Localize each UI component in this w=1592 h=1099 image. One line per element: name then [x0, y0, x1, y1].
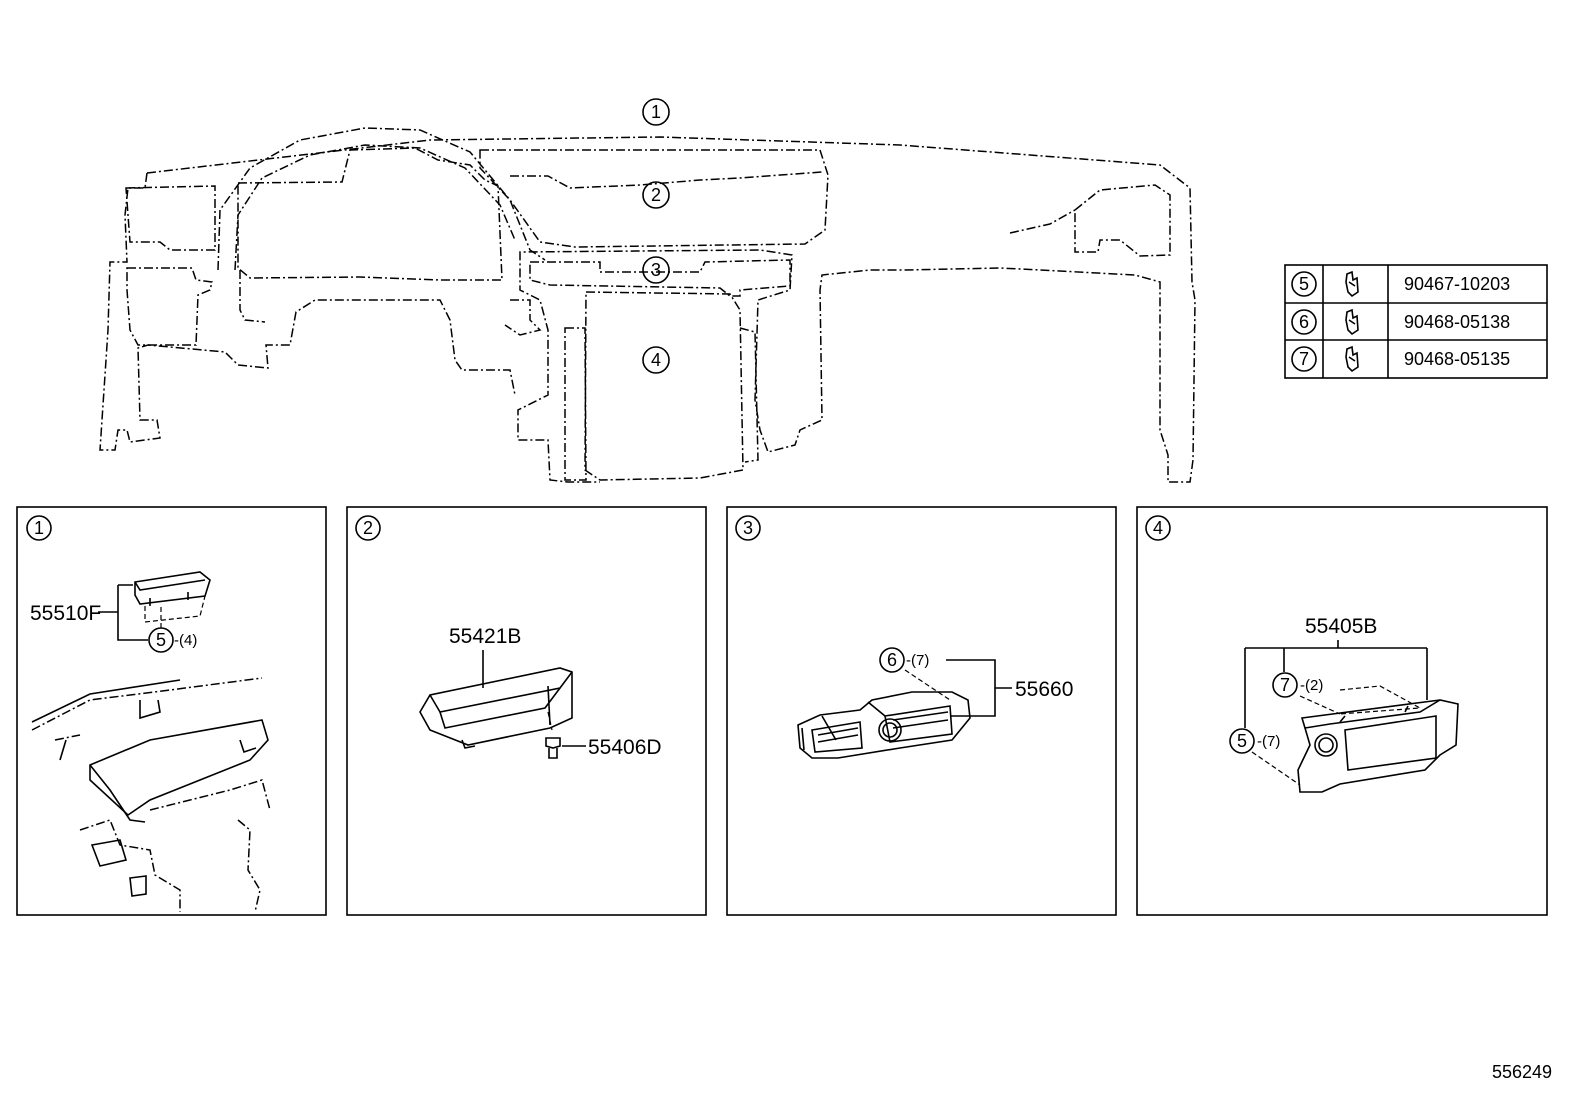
svg-text:3: 3 [651, 260, 661, 280]
panel-4-ref-5[interactable]: 5 [1229, 728, 1255, 754]
detail-panel-4: 4 55405B 7 -(2) 5 -(7) [1136, 506, 1548, 916]
diagram-id: 556249 [1492, 1062, 1552, 1082]
svg-text:4: 4 [651, 350, 661, 370]
svg-text:3: 3 [743, 518, 753, 538]
part-label-55421b[interactable]: 55421B [449, 625, 521, 648]
part-55660-drawing[interactable] [797, 691, 971, 759]
part-label-55660[interactable]: 55660 [1015, 678, 1073, 701]
quantity-label: -(4) [174, 632, 197, 649]
panel-4-id: 4 [1145, 515, 1171, 541]
detail-panel-1: 1 55510F 5 -(4) [16, 506, 327, 916]
svg-text:7: 7 [1280, 675, 1290, 695]
detail-panel-2: 2 55421B 55406D [346, 506, 707, 916]
svg-text:5: 5 [156, 630, 166, 650]
panel-1-location-sketch [31, 677, 271, 913]
overview-callout-3[interactable]: 3 [642, 256, 670, 284]
quantity-label: -(7) [906, 652, 929, 669]
quantity-label: -(7) [1257, 733, 1280, 750]
svg-text:5: 5 [1299, 274, 1309, 294]
clip-icon [1345, 345, 1359, 373]
svg-text:1: 1 [34, 518, 44, 538]
clip-icon [1345, 270, 1359, 298]
part-label-55510f[interactable]: 55510F [30, 602, 101, 625]
svg-text:2: 2 [363, 518, 373, 538]
part-55510f-drawing[interactable] [134, 571, 211, 623]
svg-text:7: 7 [1299, 349, 1309, 369]
overview-callout-4[interactable]: 4 [642, 346, 670, 374]
panel-1-ref-5[interactable]: 5 [148, 627, 174, 653]
panel-2-id: 2 [355, 515, 381, 541]
clip-icon [1345, 308, 1359, 336]
overview-callout-2[interactable]: 2 [642, 181, 670, 209]
panel-1-id: 1 [26, 515, 52, 541]
legend-row-7[interactable]: 7 90468-05135 [1291, 345, 1510, 373]
quantity-label: -(2) [1300, 677, 1323, 694]
svg-text:5: 5 [1237, 731, 1247, 751]
svg-text:2: 2 [651, 185, 661, 205]
fastener-legend-table: 5 90467-10203 6 90468-05138 7 90468-0513 [1284, 264, 1548, 379]
svg-text:4: 4 [1153, 518, 1163, 538]
panel-3-id: 3 [735, 515, 761, 541]
detail-panel-3: 3 6 -(7) 55660 [726, 506, 1117, 916]
svg-text:6: 6 [887, 650, 897, 670]
svg-text:90468-05135: 90468-05135 [1404, 349, 1510, 369]
part-label-55406d[interactable]: 55406D [588, 736, 662, 759]
svg-text:90467-10203: 90467-10203 [1404, 274, 1510, 294]
part-55421b-drawing[interactable] [419, 667, 573, 749]
svg-text:1: 1 [651, 102, 661, 122]
svg-text:90468-05138: 90468-05138 [1404, 312, 1510, 332]
dashboard-overview [99, 127, 1196, 483]
panel-4-ref-7[interactable]: 7 [1272, 672, 1298, 698]
panel-3-ref-6[interactable]: 6 [879, 647, 905, 673]
legend-row-6[interactable]: 6 90468-05138 [1291, 308, 1510, 336]
part-55406d-drawing[interactable] [545, 737, 561, 759]
part-label-55405b[interactable]: 55405B [1305, 615, 1377, 638]
legend-row-5[interactable]: 5 90467-10203 [1291, 270, 1510, 298]
part-55405b-drawing[interactable] [1297, 699, 1459, 793]
svg-text:6: 6 [1299, 312, 1309, 332]
overview-callout-1[interactable]: 1 [642, 98, 670, 126]
